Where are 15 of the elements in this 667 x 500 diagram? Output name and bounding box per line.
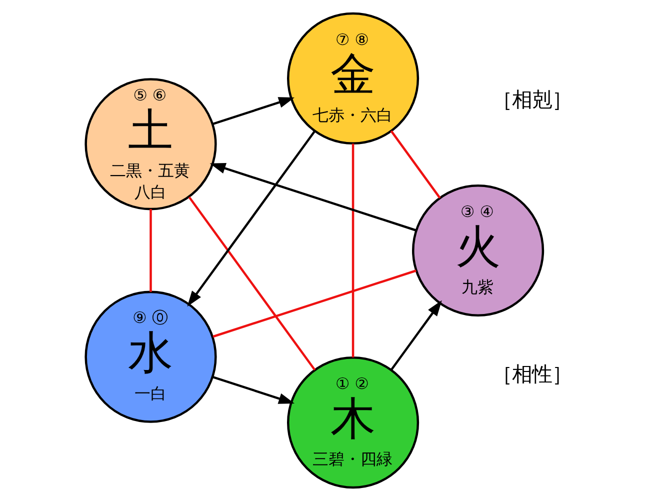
connector (212, 269, 416, 338)
label: ［相剋］ (491, 86, 572, 111)
label: ［相性］ (491, 361, 572, 386)
arrow (186, 130, 316, 306)
connector (390, 130, 440, 198)
node-circle: ① ② 木 三碧・四緑 (286, 356, 419, 488)
connector (149, 208, 152, 292)
node-circle: ⑦ ⑧ 金 七赤・六白 (286, 12, 419, 144)
connector (351, 143, 354, 357)
arrow (212, 375, 294, 404)
arrow (209, 162, 416, 231)
node-circle: ⑤ ⑥ 土 二黒・五黄 八白 (84, 78, 216, 210)
arrow (212, 96, 294, 125)
arrow (390, 300, 442, 370)
connector (188, 196, 316, 370)
